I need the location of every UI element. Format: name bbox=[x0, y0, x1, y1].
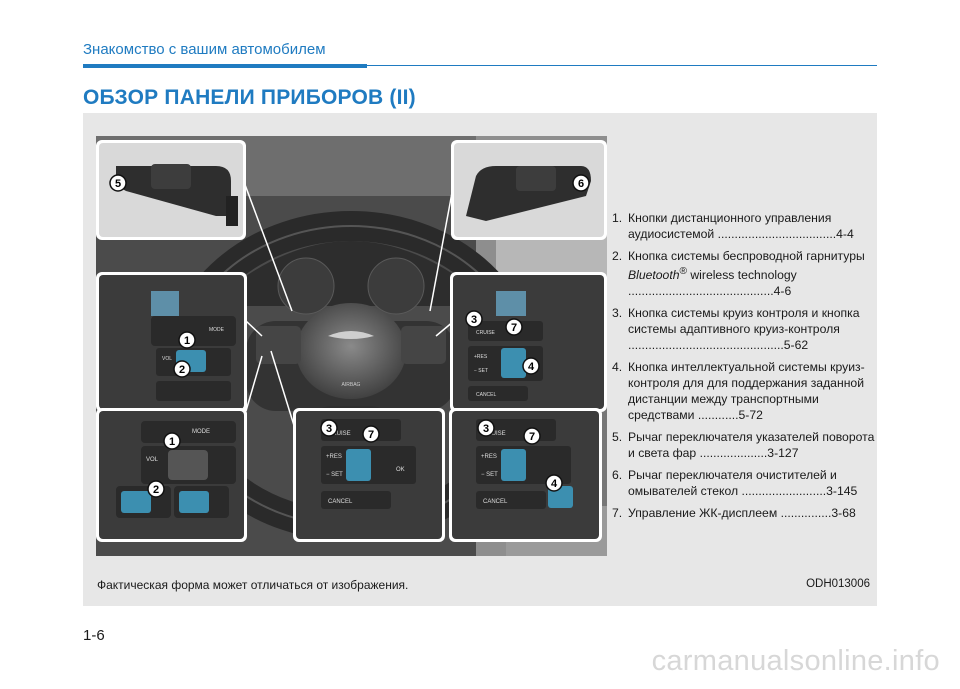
legend-text: Рычаг переключателя указателей поворота … bbox=[628, 430, 875, 461]
section-rule-thin bbox=[367, 65, 877, 66]
legend-number: 7. bbox=[612, 506, 623, 521]
legend-text: Кнопка интеллектуальной системы круиз-ко… bbox=[628, 360, 865, 423]
legend-number: 2. bbox=[612, 249, 623, 263]
mode-label-small: MODE bbox=[209, 327, 225, 333]
legend-text: Кнопка системы беспроводной гарнитуры Bl… bbox=[628, 248, 878, 299]
inset-turn-signal-lever: 5 bbox=[96, 140, 246, 240]
callout-6: 6 bbox=[578, 178, 584, 190]
cancel-label-b: CANCEL bbox=[483, 499, 508, 505]
figure-code: ODH013006 bbox=[806, 578, 870, 590]
res-label-b: +RES bbox=[481, 454, 497, 460]
legend-item-7: 7. Управление ЖК-дисплеем ..............… bbox=[612, 505, 878, 521]
legend-text-after: wireless technology ....................… bbox=[628, 268, 797, 299]
registered-mark: ® bbox=[679, 266, 687, 277]
ok-label-a: OK bbox=[396, 467, 405, 473]
vol-label: VOL bbox=[146, 457, 159, 463]
inset-cruise-controls-closeup-b: CRUISE +RES − SET CANCEL 3 7 4 bbox=[449, 408, 602, 542]
set-label-b: − SET bbox=[481, 472, 498, 478]
watermark: carmanualsonline.info bbox=[651, 645, 940, 677]
page-heading: ОБЗОР ПАНЕЛИ ПРИБОРОВ (II) bbox=[83, 86, 416, 109]
inset-cruise-controls-closeup-a: CRUISE +RES − SET OK CANCEL 3 7 bbox=[293, 408, 445, 542]
legend-number: 3. bbox=[612, 306, 623, 321]
legend-text: Кнопки дистанционного управления аудиоси… bbox=[628, 211, 854, 241]
airbag-label: AIRBAG bbox=[342, 382, 361, 388]
callout-7-b: 7 bbox=[529, 431, 535, 443]
callout-3-top: 3 bbox=[471, 314, 477, 326]
callout-7-a: 7 bbox=[368, 429, 374, 441]
inset-right-wheel-controls: CRUISE +RES − SET CANCEL 3 7 4 bbox=[450, 272, 607, 412]
section-rule-thick bbox=[83, 64, 367, 68]
inset-left-wheel-controls: MODE VOL 1 2 bbox=[96, 272, 247, 412]
inset-audio-controls-closeup: MODE VOL 1 2 bbox=[96, 408, 247, 542]
legend-item-3: 3. Кнопка системы круиз контроля и кнопк… bbox=[612, 305, 878, 353]
legend-text: Рычаг переключателя очистителей и омыват… bbox=[628, 468, 858, 499]
page-number: 1-6 bbox=[83, 627, 105, 644]
callout-4-top: 4 bbox=[528, 361, 535, 373]
legend-text: Кнопка системы круиз контроля и кнопка с… bbox=[628, 306, 860, 353]
legend-item-4: 4. Кнопка интеллектуальной системы круиз… bbox=[612, 359, 878, 423]
callout-4-b: 4 bbox=[551, 478, 558, 490]
cruise-label-b: CRUISE bbox=[483, 431, 506, 437]
legend-number: 5. bbox=[612, 430, 623, 445]
dashboard-illustration: AIRBAG 5 6 MODE VOL 1 bbox=[96, 136, 607, 556]
legend-text-before: Кнопка системы беспроводной гарнитуры bbox=[628, 249, 865, 263]
vol-label-small: VOL bbox=[162, 356, 172, 362]
legend-item-2: 2. Кнопка системы беспроводной гарнитуры… bbox=[612, 248, 878, 299]
set-label-small: − SET bbox=[474, 368, 488, 374]
callout-7-top: 7 bbox=[511, 322, 517, 334]
callout-1-bottom: 1 bbox=[169, 436, 175, 448]
legend-item-6: 6. Рычаг переключателя очистителей и омы… bbox=[612, 467, 878, 499]
callout-3-b: 3 bbox=[483, 423, 489, 435]
legend-number: 6. bbox=[612, 468, 623, 483]
cancel-label-a: CANCEL bbox=[328, 499, 353, 505]
callout-2-top: 2 bbox=[179, 364, 185, 376]
callout-1-top: 1 bbox=[184, 335, 190, 347]
res-label-a: +RES bbox=[326, 454, 342, 460]
figure-note: Фактическая форма может отличаться от из… bbox=[97, 578, 409, 592]
cancel-label-small: CANCEL bbox=[476, 392, 497, 398]
res-label-small: +RES bbox=[474, 354, 488, 360]
mode-label: MODE bbox=[192, 429, 210, 435]
legend-list: 1. Кнопки дистанционного управления ауди… bbox=[612, 210, 878, 527]
inset-wiper-lever: 6 bbox=[451, 140, 607, 240]
section-title: Знакомство с вашим автомобилем bbox=[83, 41, 326, 58]
bluetooth-brand: Bluetooth bbox=[628, 268, 680, 283]
legend-number: 1. bbox=[612, 211, 623, 225]
legend-item-5: 5. Рычаг переключателя указателей поворо… bbox=[612, 429, 878, 461]
legend-number: 4. bbox=[612, 360, 623, 375]
callout-3-a: 3 bbox=[326, 423, 332, 435]
legend-text: Управление ЖК-дисплеем ...............3-… bbox=[628, 506, 856, 521]
set-label-a: − SET bbox=[326, 472, 343, 478]
legend-item-1: 1. Кнопки дистанционного управления ауди… bbox=[612, 210, 878, 242]
cruise-label-small: CRUISE bbox=[476, 330, 496, 336]
callout-5: 5 bbox=[115, 178, 121, 190]
callout-2-bottom: 2 bbox=[153, 484, 159, 496]
cruise-label-a: CRUISE bbox=[328, 431, 351, 437]
